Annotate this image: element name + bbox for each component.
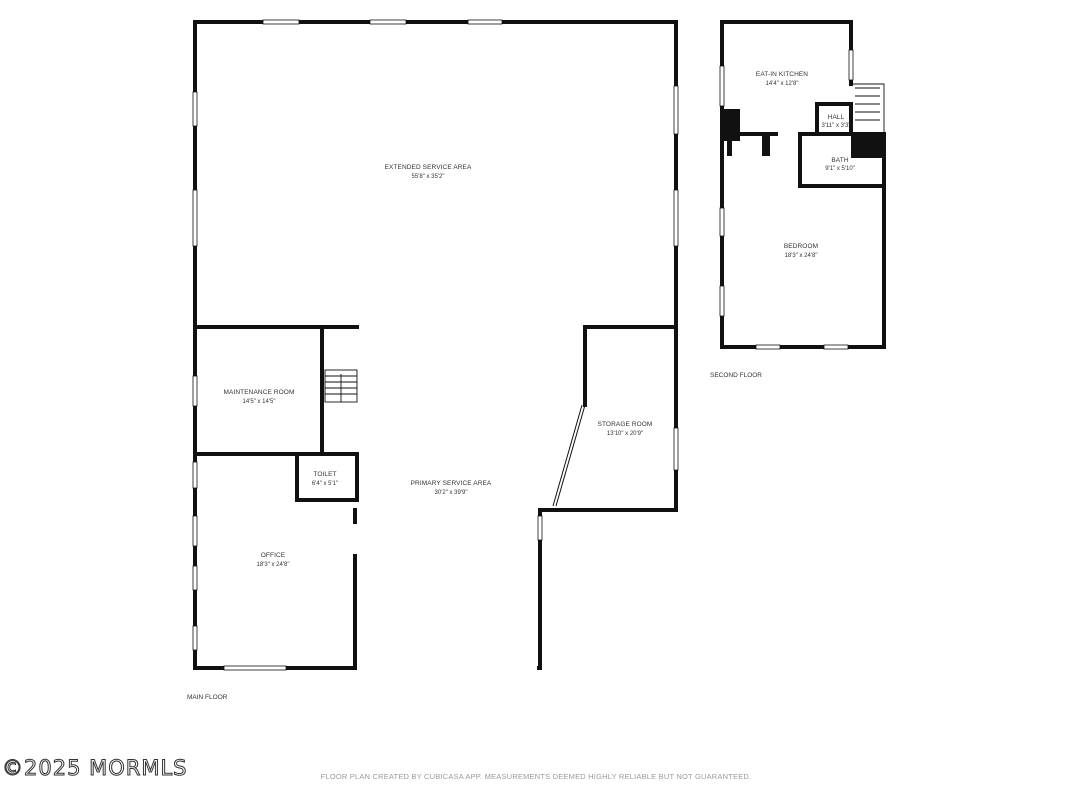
second-floor-windows [719, 49, 854, 350]
room-name-office: OFFICE [260, 552, 286, 559]
room-name-bedroom: BEDROOM [783, 243, 819, 250]
room-name-bath: BATH [831, 157, 849, 164]
main-floor-windows [192, 19, 679, 671]
room-dim-bedroom: 18'3" x 24'8" [784, 253, 818, 259]
second-stairs [851, 83, 885, 134]
room-dim-storage-room: 13'10" x 20'9" [606, 431, 644, 437]
room-name-toilet: TOILET [313, 471, 337, 478]
room-name-hall: HALL [827, 114, 845, 121]
room-name-storage-room: STORAGE ROOM [597, 421, 653, 428]
mls-watermark: ©2025 MORMLS [2, 756, 188, 781]
room-dim-eat-in-kitchen: 14'4" x 12'8" [765, 81, 799, 87]
room-name-maintenance-room: MAINTENANCE ROOM [223, 389, 295, 396]
room-dim-toilet: 6'4" x 5'1" [311, 481, 339, 487]
room-dim-extended-service-area: 55'8" x 35'2" [411, 174, 445, 180]
disclaimer-text: FLOOR PLAN CREATED BY CUBICASA APP. MEAS… [320, 772, 752, 781]
room-name-extended-service-area: EXTENDED SERVICE AREA [384, 164, 472, 171]
second-floor-solid-blocks [722, 109, 884, 158]
floor-label-second: SECOND FLOOR [710, 372, 763, 379]
storage-door [552, 404, 586, 507]
room-name-primary-service-area: PRIMARY SERVICE AREA [410, 480, 492, 487]
room-name-eat-in-kitchen: EAT-IN KITCHEN [755, 71, 809, 78]
room-dim-primary-service-area: 30'2" x 39'9" [434, 490, 468, 496]
main-floor-walls [193, 20, 678, 670]
room-dim-maintenance-room: 14'5" x 14'5" [242, 399, 276, 405]
main-stairs [324, 369, 358, 403]
room-dim-office: 18'3" x 24'8" [256, 562, 290, 568]
room-dim-bath: 9'1" x 5'10" [825, 166, 855, 172]
floor-label-main: MAIN FLOOR [187, 694, 228, 701]
room-dim-hall: 3'11" x 3'3" [821, 123, 851, 129]
